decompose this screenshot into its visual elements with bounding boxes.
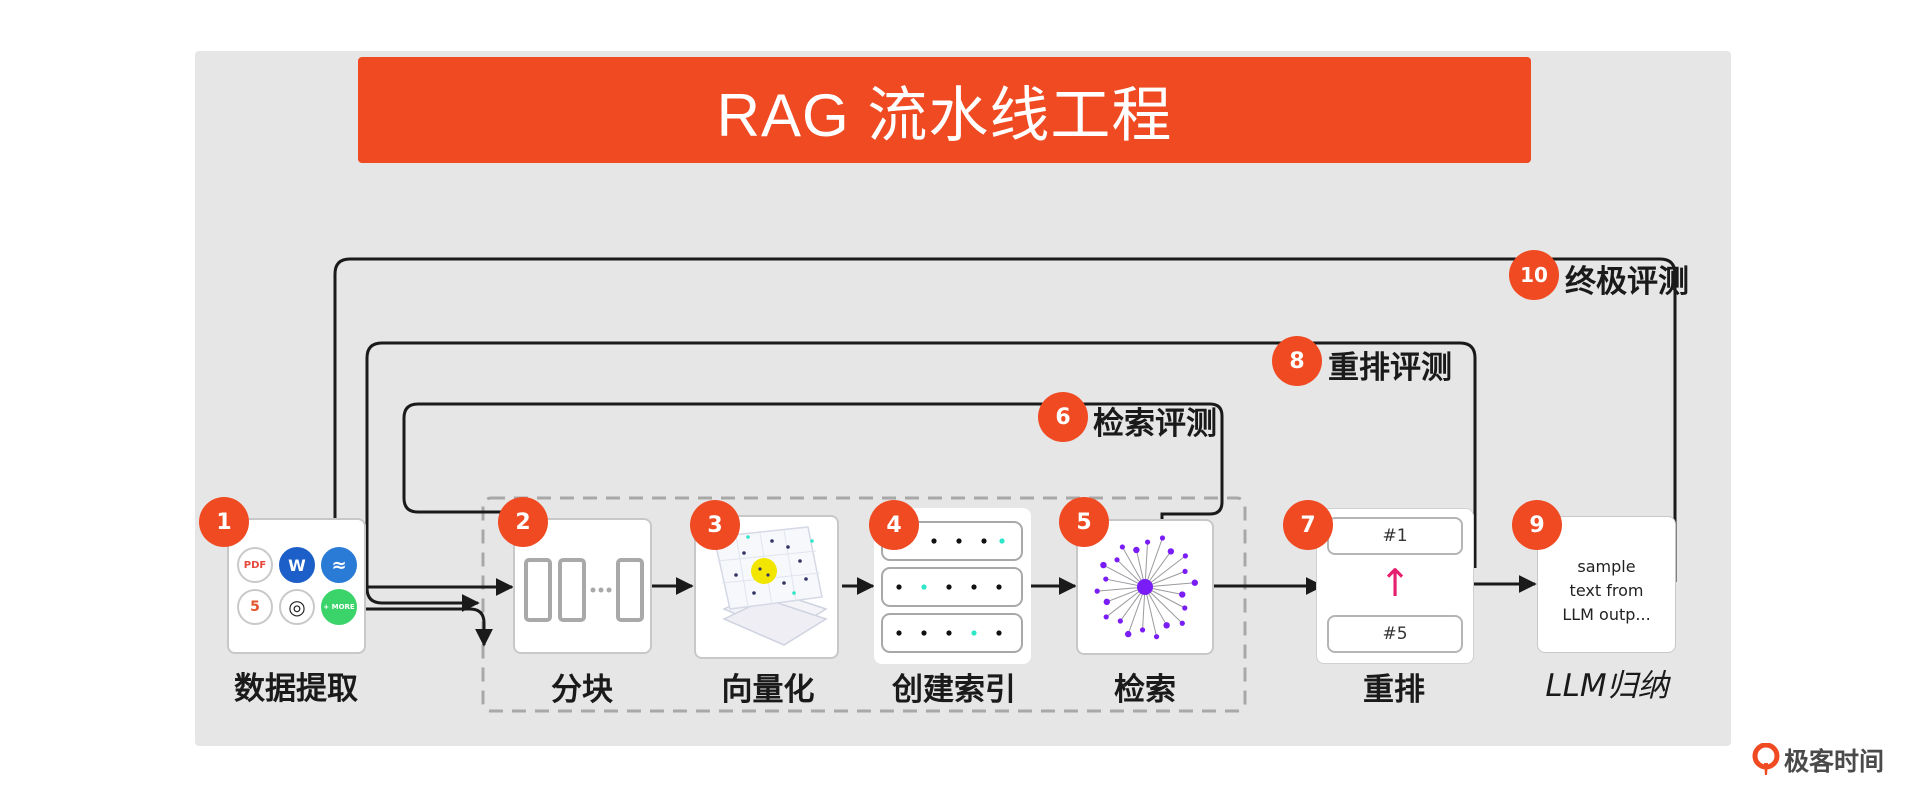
step-badge-7: 7	[1283, 500, 1333, 550]
loop-final-evaluation	[333, 257, 1677, 647]
html5-file-icon: 5	[237, 589, 273, 625]
retrieval-spoke	[1105, 586, 1146, 618]
pipeline-dashed-group	[481, 496, 1247, 713]
retrieval-neighbor-node	[1153, 634, 1160, 640]
rerank-node-box: #1 ↑ #5	[1316, 508, 1474, 664]
loop-rerank-evaluation	[365, 341, 1477, 612]
vector-space-icon	[713, 526, 828, 646]
step-badge-5: 5	[1059, 497, 1109, 547]
retrieval-spoke	[1144, 537, 1163, 588]
retrieval-spoke	[1127, 586, 1146, 635]
llm-output-line: LLM outp...	[1562, 605, 1651, 624]
rerank-label: 重排	[1363, 672, 1425, 708]
retrieval-neighbor-node	[1100, 561, 1107, 569]
rank-top-item: #1	[1327, 517, 1463, 555]
step-badge-6: 6	[1038, 392, 1088, 442]
ring-file-icon: ◎	[279, 589, 315, 625]
vectorize-label: 向量化	[721, 672, 815, 708]
retrieval-eval-label: 检索评测	[1093, 406, 1217, 442]
retrieval-neighbor-node	[1117, 618, 1123, 624]
llm-label: LLM归纳	[1545, 668, 1669, 704]
step-badge-8: 8	[1272, 336, 1322, 386]
retrieval-spoke	[1144, 586, 1183, 624]
geektime-logo-text: 极客时间	[1784, 747, 1885, 776]
rerank-eval-label: 重排评测	[1328, 350, 1452, 386]
llm-node-box: sample text from LLM outp...	[1537, 516, 1676, 653]
retrieval-neighbor-node	[1182, 605, 1188, 611]
retrieval-neighbor-node	[1124, 630, 1132, 638]
retrieval-neighbor-node	[1114, 557, 1120, 563]
llm-output-line: sample	[1577, 557, 1636, 576]
retrieval-label: 检索	[1114, 672, 1176, 708]
retrieval-neighbor-node	[1179, 620, 1185, 626]
retrieval-query-node	[1137, 579, 1153, 595]
retrieval-neighbor-node	[1103, 614, 1109, 620]
index-label: 创建索引	[892, 672, 1016, 708]
llm-output-text: sample text from LLM outp...	[1538, 555, 1675, 627]
word-file-icon: W	[279, 547, 315, 583]
chunk-blocks-icon	[524, 558, 644, 622]
step-badge-4: 4	[869, 500, 919, 550]
diagram-title: RAG 流水线工程	[358, 57, 1531, 163]
retrieval-spoke	[1144, 586, 1158, 637]
retrieval-neighbor-node	[1163, 622, 1170, 629]
final-eval-label: 终极评测	[1565, 264, 1689, 300]
retrieval-neighbor-node	[1182, 568, 1188, 575]
retrieval-neighbor-node	[1144, 539, 1151, 545]
retrieval-neighbor-node	[1094, 588, 1100, 594]
extract-node-box: PDF W ≈ 5 ◎ + MORE	[227, 518, 366, 654]
geektime-logo: 极客时间	[1752, 742, 1884, 778]
geektime-logo-icon	[1752, 743, 1780, 775]
retrieval-neighbor-node	[1179, 591, 1186, 598]
retrieval-neighbor-node	[1159, 535, 1166, 541]
retrieval-spoke	[1144, 555, 1186, 588]
step-badge-3: 3	[690, 500, 740, 550]
step-badge-10: 10	[1509, 250, 1559, 300]
retrieval-neighbor-node	[1167, 548, 1175, 555]
llm-output-line: text from	[1569, 581, 1644, 600]
step-badge-1: 1	[199, 497, 249, 547]
chunk-label: 分块	[551, 672, 613, 708]
web-file-icon: ≈	[321, 547, 357, 583]
pdf-file-icon: PDF	[237, 547, 273, 583]
retrieval-neighbor-node	[1133, 546, 1140, 554]
retrieval-node-box	[1076, 519, 1214, 655]
retrieval-neighbor-node	[1182, 553, 1188, 559]
retrieval-neighbor-node	[1119, 544, 1125, 550]
step-badge-9: 9	[1512, 500, 1562, 550]
retrieval-spoke	[1144, 582, 1195, 588]
retrieval-neighbor-node	[1103, 576, 1109, 582]
extract-label: 数据提取	[234, 671, 358, 707]
rerank-up-arrow-icon: ↑	[1379, 561, 1411, 605]
retrieval-neighbor-node	[1191, 579, 1199, 586]
retrieval-neighbor-node	[1103, 598, 1110, 606]
rank-bottom-item: #5	[1327, 615, 1463, 653]
loop-retrieval-evaluation	[402, 402, 1224, 558]
retrieval-network-icon	[1094, 535, 1199, 640]
step-badge-2: 2	[498, 497, 548, 547]
retrieval-neighbor-node	[1139, 627, 1146, 633]
more-files-icon: + MORE	[321, 589, 357, 625]
